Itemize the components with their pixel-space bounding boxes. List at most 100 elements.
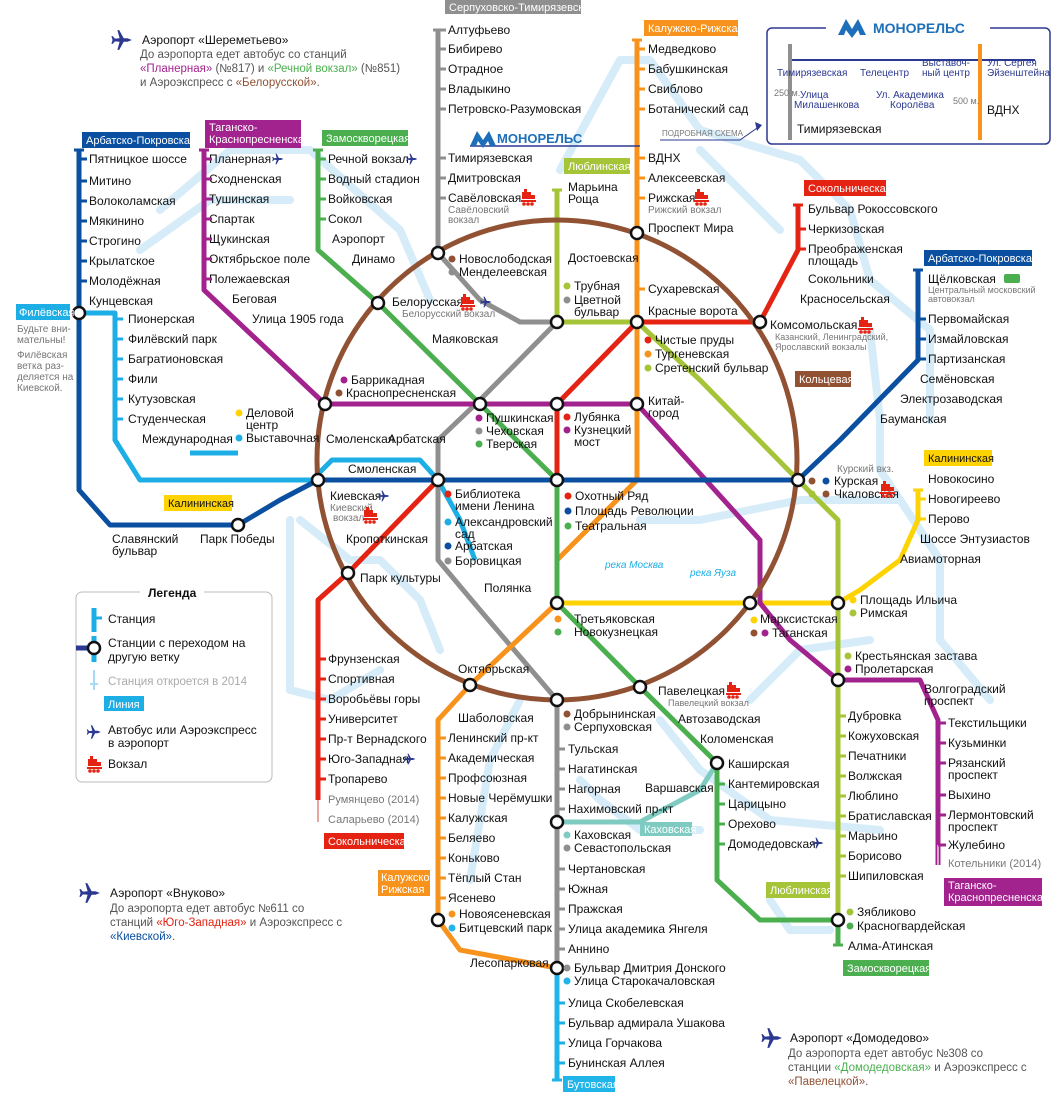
svg-text:Каховская: Каховская — [574, 828, 631, 842]
svg-text:«Планерная» (№817) и «Речной в: «Планерная» (№817) и «Речной вокзал» (№8… — [140, 63, 400, 75]
svg-text:Сухаревская: Сухаревская — [648, 282, 719, 296]
node-lubyanka — [549, 396, 565, 412]
svg-text:Бунинская Аллея: Бунинская Аллея — [568, 1056, 665, 1070]
svg-text:Свиблово: Свиблово — [648, 82, 703, 96]
node-kashirskaya — [709, 755, 725, 771]
monorail-small-brand: МОНОРЕЛЬС — [497, 131, 583, 146]
ryazansky-1: Рязанский — [948, 756, 1006, 770]
svg-text:До аэропорта едет автобус №308: До аэропорта едет автобус №308 со — [788, 1048, 983, 1060]
svg-text:Рижский вокзал: Рижский вокзал — [648, 205, 722, 216]
svg-text:Павелецкий вокзал: Павелецкий вокзал — [668, 698, 749, 708]
line-sokolnicheskaya — [315, 205, 801, 800]
label-tagansko-2: Краснопресненская — [209, 134, 310, 146]
svg-text:Киевской.: Киевской. — [17, 383, 63, 394]
node-tsvetnoy — [549, 314, 565, 330]
svg-text:Киевский: Киевский — [330, 503, 373, 514]
svg-text:Ленинский пр-кт: Ленинский пр-кт — [448, 731, 539, 745]
biblioteka-1: Библиотека — [455, 487, 521, 501]
svg-text:Павелецкая: Павелецкая — [658, 684, 725, 698]
label-tagansko-3: Таганско- — [948, 880, 997, 892]
monorail-station-milashenkova-1: Улица — [800, 90, 829, 101]
monorail-scheme-link[interactable]: ПОДРОБНАЯ СХЕМА — [660, 122, 762, 141]
svg-text:Арбатская: Арбатская — [455, 539, 513, 553]
svg-text:Тимирязевская: Тимирязевская — [448, 151, 532, 165]
svg-text:Ярославский вокзалы: Ярославский вокзалы — [775, 342, 867, 352]
svg-text:Сокольники: Сокольники — [808, 272, 874, 286]
svg-text:Чистые пруды: Чистые пруды — [655, 333, 734, 347]
svg-text:Комсомольская: Комсомольская — [770, 318, 857, 332]
svg-text:Проспект Мира: Проспект Мира — [648, 221, 734, 235]
svg-text:вокзал: вокзал — [448, 215, 479, 226]
svg-text:Черкизовская: Черкизовская — [808, 222, 884, 236]
svg-text:Партизанская: Партизанская — [928, 352, 1005, 366]
node-kievskaya — [310, 472, 326, 488]
svg-text:Октябрьская: Октябрьская — [458, 662, 529, 676]
svg-text:Планерная: Планерная — [209, 152, 271, 166]
svg-text:Краснопресненская: Краснопресненская — [346, 386, 456, 400]
monorail-station-korolyova-2: Королёва — [890, 100, 935, 111]
aleksandrovsky-1: Александровский — [455, 515, 553, 529]
svg-text:Парк Победы: Парк Победы — [200, 532, 275, 546]
svg-text:«Киевской».: «Киевской». — [110, 931, 175, 943]
svg-text:Новоясеневская: Новоясеневская — [459, 907, 551, 921]
svg-text:Станция откроется в 2014: Станция откроется в 2014 — [108, 676, 248, 688]
monorail-box[interactable]: МОНОРЕЛЬС Тимирязевская Улица Милашенков… — [766, 14, 1051, 145]
svg-text:Маяковская: Маяковская — [432, 332, 498, 346]
svg-text:Беговая: Беговая — [232, 292, 277, 306]
svg-text:Зябликово: Зябликово — [857, 905, 916, 919]
svg-text:Савёловский: Савёловский — [448, 205, 509, 216]
svg-text:Алексеевская: Алексеевская — [648, 171, 725, 185]
svg-text:Спортивная: Спортивная — [328, 672, 395, 686]
svg-text:Шоссе Энтузиастов: Шоссе Энтузиастов — [920, 532, 1030, 546]
svg-text:Речной вокзал: Речной вокзал — [328, 152, 409, 166]
node-proletarskaya — [830, 672, 846, 688]
svg-text:Аэропорт «Шереметьево»: Аэропорт «Шереметьево» — [142, 33, 289, 47]
node-chistye-prudy — [629, 314, 645, 330]
svg-text:Выставочная: Выставочная — [246, 431, 319, 445]
monorail-scheme-label: ПОДРОБНАЯ СХЕМА — [662, 129, 744, 138]
svg-text:Щёлковская: Щёлковская — [928, 272, 996, 286]
svg-text:Петровско-Разумовская: Петровско-Разумовская — [448, 102, 581, 116]
svg-text:Калужская: Калужская — [448, 811, 508, 825]
svg-text:Пушкинская: Пушкинская — [486, 411, 554, 425]
svg-text:Киевская: Киевская — [330, 489, 381, 503]
svg-text:Трубная: Трубная — [574, 279, 620, 293]
svg-text:Савёловская: Савёловская — [448, 191, 521, 205]
lermontovsky-1: Лермонтовский — [948, 808, 1034, 822]
bus-icon — [1004, 274, 1020, 283]
svg-text:Сретенский бульвар: Сретенский бульвар — [655, 361, 769, 375]
svg-text:Станции с переходом на: Станции с переходом на — [108, 636, 246, 650]
svg-text:Тургеневская: Тургеневская — [655, 347, 729, 361]
svg-text:Римская: Римская — [860, 606, 908, 620]
svg-text:Дмитровская: Дмитровская — [448, 171, 521, 185]
node-belorusskaya — [370, 295, 386, 311]
svg-text:Казанский, Ленинградский,: Казанский, Ленинградский, — [775, 332, 888, 342]
svg-text:Волжская: Волжская — [848, 769, 902, 783]
svg-text:Охотный Ряд: Охотный Ряд — [575, 489, 648, 503]
svg-text:Митино: Митино — [89, 174, 132, 188]
svg-text:Автозаводская: Автозаводская — [678, 712, 761, 726]
maryina-roshcha-2: Роща — [568, 192, 599, 206]
maryina-roshcha-1: Марьина — [568, 180, 618, 194]
svg-text:Котельники (2014): Котельники (2014) — [948, 858, 1041, 870]
svg-text:Динамо: Динамо — [352, 252, 395, 266]
node-kitay-gorod — [629, 396, 645, 412]
svg-text:Дубровка: Дубровка — [848, 709, 902, 723]
svg-text:Авиамоторная: Авиамоторная — [900, 552, 981, 566]
airport-vnukovo: Аэропорт «Внуково» До аэропорта едет авт… — [79, 883, 342, 943]
svg-text:Люблинская: Люблинская — [770, 885, 833, 897]
svg-text:Владыкино: Владыкино — [448, 82, 511, 96]
node-tretyakovskaya — [549, 595, 565, 611]
svg-text:Фили: Фили — [128, 372, 158, 386]
svg-text:Сокол: Сокол — [328, 212, 362, 226]
node-biblioteka — [430, 472, 446, 488]
svg-text:Люблино: Люблино — [848, 789, 899, 803]
node-taganskaya — [742, 595, 758, 611]
svg-text:ВДНХ: ВДНХ — [648, 151, 681, 165]
tsvetnoy-1: Цветной — [574, 293, 621, 307]
station-labels: Алтуфьево Бибирево Отрадное Владыкино Пе… — [17, 23, 1041, 1070]
svg-text:Полежаевская: Полежаевская — [209, 272, 290, 286]
svg-text:Октябрьское поле: Октябрьское поле — [209, 252, 310, 266]
node-novoslobodskaya — [430, 245, 446, 261]
monorail-station-eyzenshteyna-2: Эйзенштейна — [987, 68, 1050, 79]
